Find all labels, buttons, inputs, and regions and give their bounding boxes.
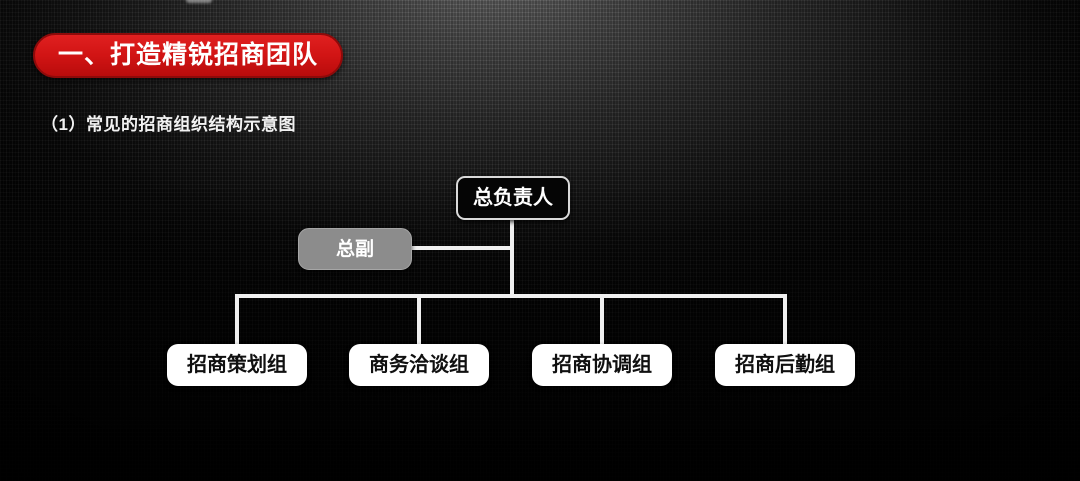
org-node-root[interactable]: 总负责人: [456, 176, 570, 220]
subsection-heading: （1）常见的招商组织结构示意图: [41, 115, 296, 134]
org-node-department-1[interactable]: 招商策划组: [167, 344, 307, 386]
org-node-department-2-label: 商务洽谈组: [369, 354, 469, 376]
org-node-department-3[interactable]: 招商协调组: [532, 344, 672, 386]
section-title-badge: 一、打造精锐招商团队: [33, 33, 343, 78]
cropped-element-sliver: [186, 0, 212, 3]
section-title-label: 一、打造精锐招商团队: [57, 41, 318, 69]
org-node-department-1-label: 招商策划组: [187, 354, 287, 376]
org-node-department-4-label: 招商后勤组: [735, 354, 835, 376]
org-node-department-2[interactable]: 商务洽谈组: [349, 344, 489, 386]
org-node-department-4[interactable]: 招商后勤组: [715, 344, 855, 386]
org-node-deputy-label: 总副: [335, 238, 374, 260]
org-node-department-3-label: 招商协调组: [552, 354, 652, 376]
org-node-root-label: 总负责人: [473, 187, 553, 209]
org-node-deputy[interactable]: 总副: [298, 228, 412, 270]
